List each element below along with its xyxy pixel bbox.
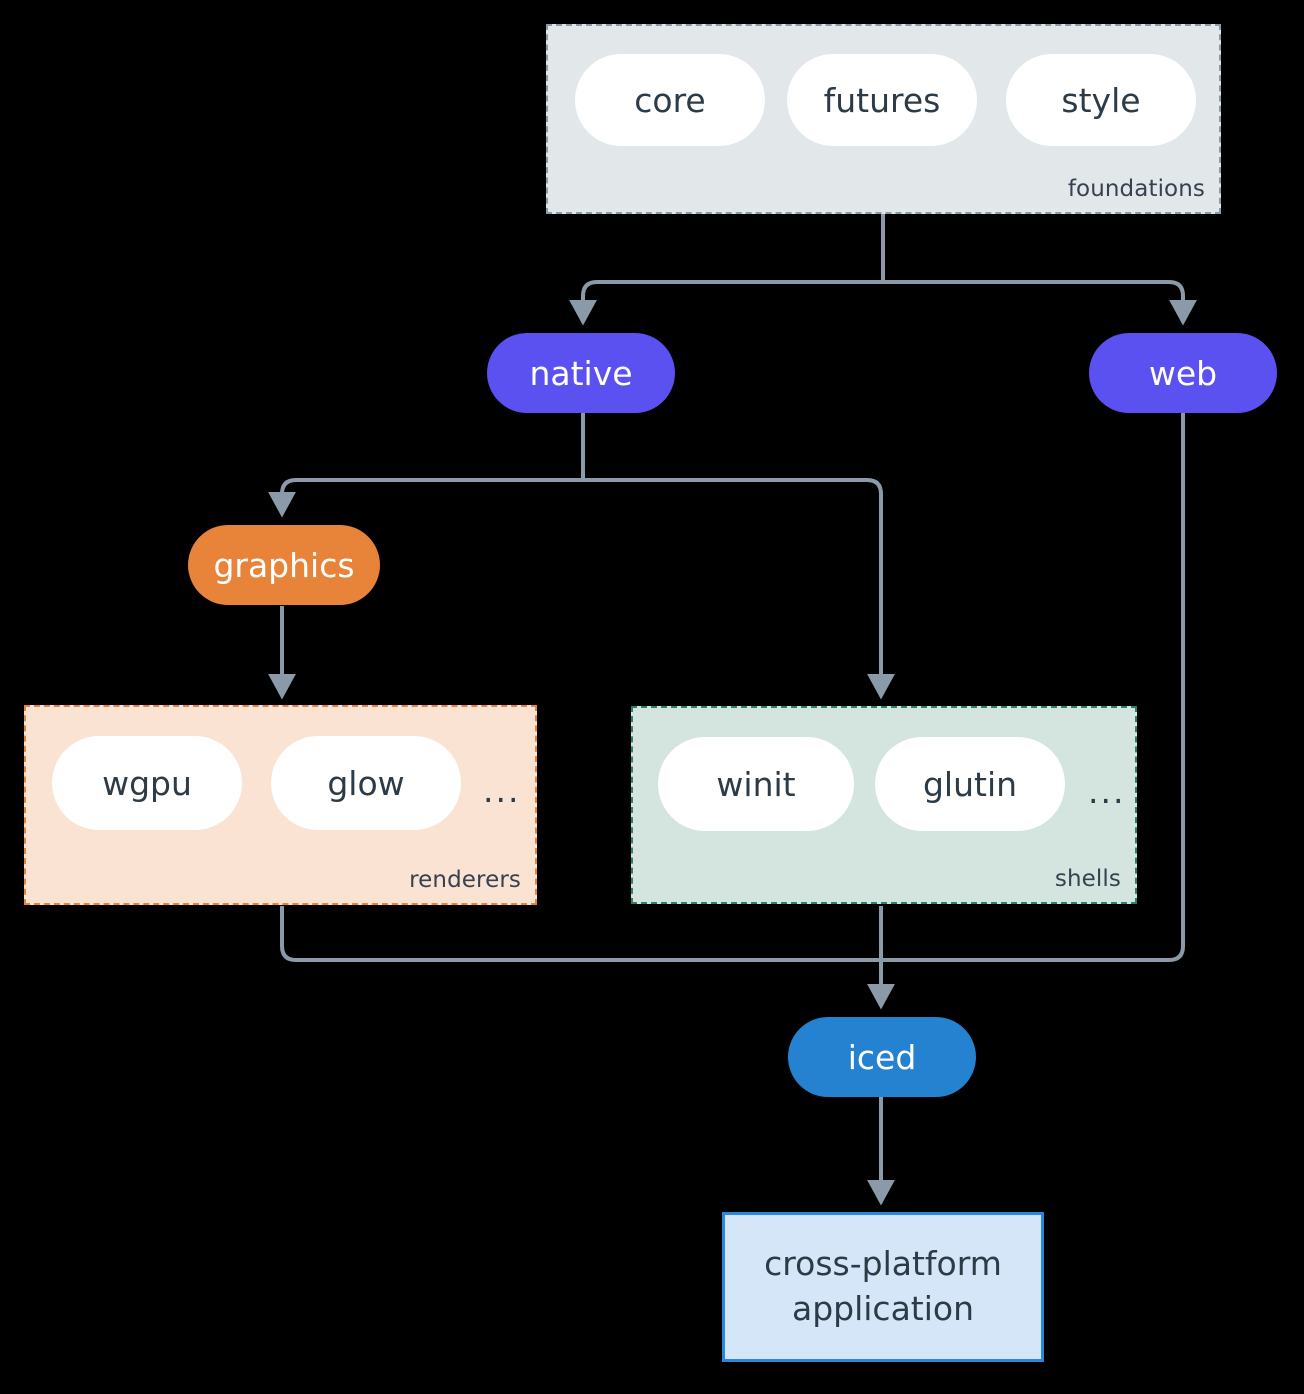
pill-wgpu[interactable]: wgpu <box>52 736 242 830</box>
pill-style[interactable]: style <box>1006 54 1196 146</box>
group-label-shells: shells <box>1054 866 1121 892</box>
node-cross-platform-application[interactable]: cross-platform application <box>722 1212 1044 1362</box>
node-iced[interactable]: iced <box>788 1017 976 1097</box>
edge-foundations-web <box>883 280 1197 326</box>
group-renderers: wgpu glow ... renderers <box>24 705 537 905</box>
node-graphics[interactable]: graphics <box>188 525 380 605</box>
group-label-foundations: foundations <box>1067 176 1205 202</box>
pill-futures-label: futures <box>823 80 941 120</box>
node-web-label: web <box>1148 353 1218 393</box>
node-graphics-label: graphics <box>213 545 355 585</box>
pill-winit-label: winit <box>716 764 796 804</box>
renderers-more-ellipsis: ... <box>483 771 521 810</box>
edge-native-shells <box>583 478 895 700</box>
pill-winit[interactable]: winit <box>658 737 854 831</box>
edge-renderers-iced <box>280 906 881 962</box>
pill-wgpu-label: wgpu <box>102 763 192 803</box>
group-foundations: core futures style foundations <box>546 24 1221 214</box>
terminal-line-2: application <box>791 1289 975 1328</box>
node-native-label: native <box>529 353 633 393</box>
pill-glow-label: glow <box>327 763 405 803</box>
node-native[interactable]: native <box>487 333 675 413</box>
edge-native-graphics <box>268 478 583 518</box>
pill-glutin[interactable]: glutin <box>875 737 1065 831</box>
edge-foundations-native <box>569 280 883 326</box>
pill-core-label: core <box>634 80 706 120</box>
terminal-line-1: cross-platform <box>764 1244 1002 1284</box>
pill-glutin-label: glutin <box>922 764 1018 804</box>
pill-style-label: style <box>1061 80 1141 120</box>
edge-web-iced <box>881 413 1185 962</box>
pill-glow[interactable]: glow <box>271 736 461 830</box>
pill-futures[interactable]: futures <box>787 54 977 146</box>
group-shells: winit glutin ... shells <box>631 706 1137 904</box>
node-iced-label: iced <box>847 1037 917 1077</box>
node-web[interactable]: web <box>1089 333 1277 413</box>
group-label-renderers: renderers <box>409 867 521 893</box>
shells-more-ellipsis: ... <box>1088 772 1126 811</box>
pill-core[interactable]: core <box>575 54 765 146</box>
